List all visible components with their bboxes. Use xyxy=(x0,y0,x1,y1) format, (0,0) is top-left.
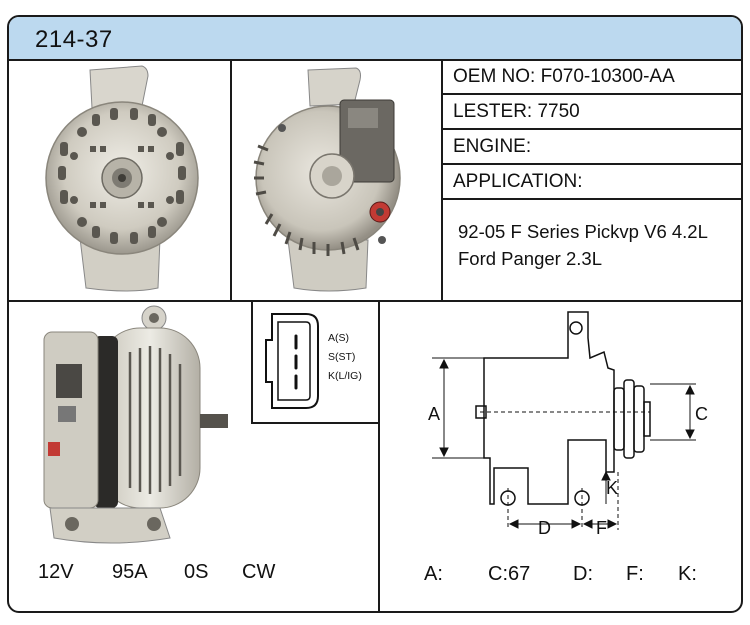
application-line-1: 92-05 F Series Pickvp V6 4.2L xyxy=(458,221,708,242)
connector-pin-3: K(L/IG) xyxy=(328,370,362,382)
alternator-back-photo xyxy=(253,67,401,292)
info-divider-3 xyxy=(441,163,741,165)
engine-label: ENGINE: xyxy=(453,136,532,157)
application-label: APPLICATION: xyxy=(453,171,583,192)
dim-label-c: C xyxy=(695,404,708,424)
spec-rotation: CW xyxy=(242,561,276,583)
dimension-drawing xyxy=(432,311,696,530)
col-divider-1 xyxy=(230,59,232,302)
dim-value-f: F: xyxy=(626,563,644,585)
application-line-2: Ford Panger 2.3L xyxy=(458,248,602,269)
col-divider-3 xyxy=(378,300,380,611)
row-divider xyxy=(9,300,741,302)
alternator-rear-photo xyxy=(45,65,199,292)
connector-diagram xyxy=(265,313,319,409)
connector-box-left xyxy=(251,300,253,424)
dim-label-a: A xyxy=(428,404,441,424)
info-divider-2 xyxy=(441,128,741,130)
dim-label-f: F xyxy=(596,518,607,538)
alternator-side-photo xyxy=(43,305,228,544)
spec-voltage: 12V xyxy=(38,561,74,583)
info-divider-4 xyxy=(441,198,741,200)
part-number: 214-37 xyxy=(35,26,113,53)
dim-value-a: A: xyxy=(424,563,443,585)
title-bar: 214-37 xyxy=(9,17,741,61)
info-divider-1 xyxy=(441,93,741,95)
dim-value-c: C:67 xyxy=(488,563,531,585)
connector-box-bottom xyxy=(251,422,380,424)
lester-number: LESTER: 7750 xyxy=(453,101,580,122)
spec-position: 0S xyxy=(184,561,209,583)
connector-pin-1: A(S) xyxy=(328,332,349,344)
oem-number: OEM NO: F070-10300-AA xyxy=(453,66,675,87)
spec-amperage: 95A xyxy=(112,561,148,583)
dim-value-d: D: xyxy=(573,563,593,585)
dim-label-k: K xyxy=(606,478,619,498)
connector-pin-2: S(ST) xyxy=(328,351,356,363)
dim-value-k: K: xyxy=(678,563,697,585)
dim-label-d: D xyxy=(538,518,551,538)
col-divider-2 xyxy=(441,59,443,302)
